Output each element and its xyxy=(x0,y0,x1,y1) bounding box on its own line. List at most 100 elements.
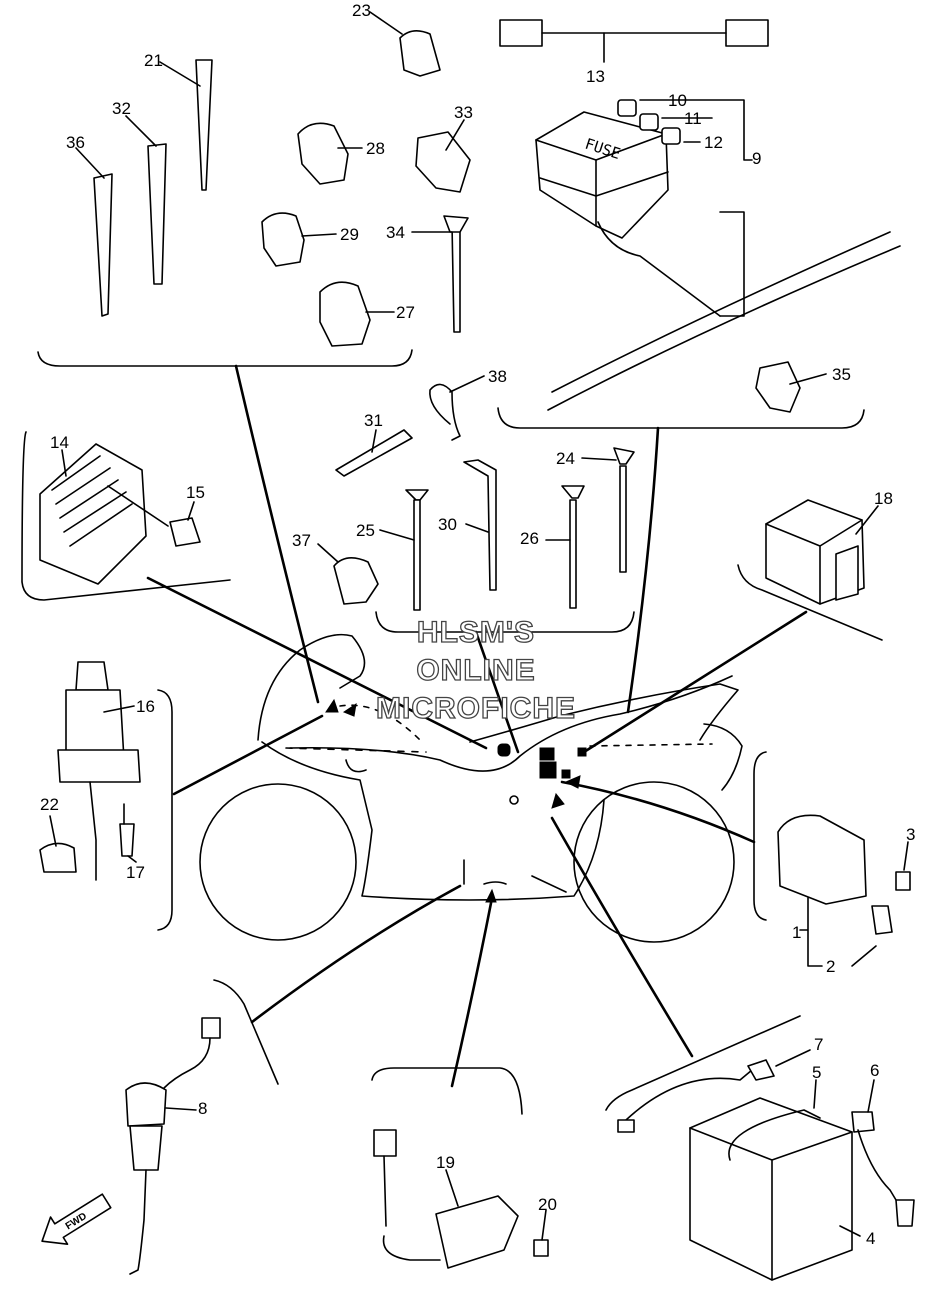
watermark-line-2: ONLINE xyxy=(416,654,535,687)
callout-6: 6 xyxy=(870,1061,879,1080)
bracket-neutral-group xyxy=(213,979,279,1085)
mount-point-front xyxy=(342,702,357,717)
fuse-holder-6 xyxy=(851,1111,875,1133)
connector-13-right xyxy=(725,19,769,47)
connector-8 xyxy=(201,1017,221,1039)
clamp-28 xyxy=(297,122,349,185)
clamp-22 xyxy=(39,842,77,873)
battery-assembly xyxy=(617,1059,915,1281)
fwd-arrow: FWD xyxy=(41,1193,112,1245)
callout-36: 36 xyxy=(66,133,85,152)
callout-8: 8 xyxy=(198,1099,207,1118)
cable-tie-21 xyxy=(195,59,213,191)
fwd-arrow-shape xyxy=(41,1193,112,1245)
key-16 xyxy=(75,661,109,691)
front-fairing xyxy=(257,633,366,741)
bracket-starter-group xyxy=(753,751,767,921)
mount-point-regulator xyxy=(497,743,511,757)
bolt-20 xyxy=(533,1239,549,1257)
callout-33: 33 xyxy=(454,103,473,122)
clamp-23 xyxy=(399,30,441,77)
seat-tail xyxy=(469,683,739,743)
callout-22: 22 xyxy=(40,795,59,814)
callout-5: 5 xyxy=(812,1063,821,1082)
bolt-15 xyxy=(169,517,201,547)
clamp-37 xyxy=(333,557,379,605)
sidestand-switch-assembly xyxy=(373,1129,549,1269)
callout-32: 32 xyxy=(112,99,131,118)
callout-24: 24 xyxy=(556,449,575,468)
cable-tie-34 xyxy=(451,223,461,333)
callout-17: 17 xyxy=(126,863,145,882)
leader-switch xyxy=(172,714,324,796)
neutral-switch-assembly xyxy=(125,1017,221,1275)
callout-14: 14 xyxy=(50,433,69,452)
mount-point-relay xyxy=(539,747,555,761)
callout-12: 12 xyxy=(704,133,723,152)
bracket-harness-group xyxy=(497,407,865,429)
screw-17 xyxy=(119,823,135,857)
cable-tie-26 xyxy=(569,499,577,609)
arrowhead-battery xyxy=(551,792,565,809)
callout-4: 4 xyxy=(866,1229,875,1248)
leader-neutral xyxy=(250,884,462,1024)
leader-lines xyxy=(146,364,808,1088)
callout-9: 9 xyxy=(752,149,761,168)
bracket-clamps-group xyxy=(37,349,413,367)
leader-battery xyxy=(550,816,694,1058)
callout-16: 16 xyxy=(136,697,155,716)
connector-13-left xyxy=(499,19,543,47)
callout-31: 31 xyxy=(364,411,383,430)
callout-7: 7 xyxy=(814,1035,823,1054)
callout-26: 26 xyxy=(520,529,539,548)
clamp-29 xyxy=(261,212,305,267)
leader-sidestand xyxy=(450,896,494,1088)
callout-11: 11 xyxy=(684,109,702,128)
callout-28: 28 xyxy=(366,139,385,158)
arrowhead-starter xyxy=(564,775,581,789)
callout-numbers: 1 2 3 4 5 6 7 8 9 10 11 12 13 14 15 16 1… xyxy=(40,1,915,1248)
callout-13: 13 xyxy=(586,67,605,86)
watermark-line-1: HLSM'S xyxy=(417,616,535,649)
cable-tie-24 xyxy=(619,465,627,573)
fuse-box xyxy=(535,111,669,239)
rear-cowl xyxy=(703,723,743,791)
callout-21: 21 xyxy=(144,51,163,70)
cable-tie-32 xyxy=(147,143,167,285)
harness-route xyxy=(285,747,427,753)
battery-cable-7 xyxy=(625,1069,753,1121)
front-fender xyxy=(345,759,367,773)
leader-clamps xyxy=(234,364,320,704)
callout-29: 29 xyxy=(340,225,359,244)
main-switch-assembly xyxy=(39,661,141,881)
fuse-10 xyxy=(617,99,637,117)
callout-23: 23 xyxy=(352,1,371,20)
cable-tie-25 xyxy=(413,499,421,611)
group-brackets xyxy=(21,349,883,1115)
battery-band-5 xyxy=(728,1109,821,1161)
callout-leaders xyxy=(49,11,909,1241)
bracket-regulator-group xyxy=(21,431,231,601)
clamp-27 xyxy=(319,281,371,347)
front-wheel xyxy=(199,783,357,941)
watermark: HLSM'S ONLINE MICROFICHE xyxy=(375,615,575,725)
callout-2: 2 xyxy=(826,957,835,976)
leader-regulator xyxy=(146,576,488,750)
callout-15: 15 xyxy=(186,483,205,502)
callout-10: 10 xyxy=(668,91,687,110)
wire-harness-1 xyxy=(551,231,891,393)
mount-point-ring xyxy=(509,795,519,805)
cable-tie-36 xyxy=(93,173,113,317)
wire-harness-2 xyxy=(547,245,901,411)
lower-fairing xyxy=(261,741,605,901)
cover-2 xyxy=(871,905,893,935)
callout-20: 20 xyxy=(538,1195,557,1214)
ties-group xyxy=(333,383,635,611)
battery-4 xyxy=(689,1097,853,1281)
mount-point-rear xyxy=(577,747,587,757)
clip-35 xyxy=(755,361,801,413)
bracket-31 xyxy=(335,429,413,477)
starter-relay-assembly xyxy=(777,814,911,967)
